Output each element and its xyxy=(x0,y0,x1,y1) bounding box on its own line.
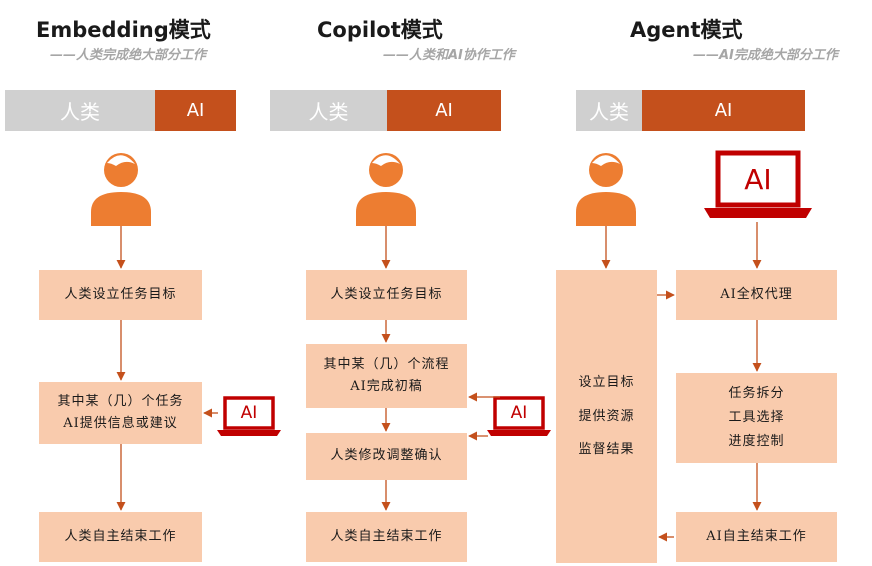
person-icon xyxy=(576,153,636,226)
copilot-step-1: 人类设立任务目标 xyxy=(306,270,467,320)
embedding-step-2: 其中某（几）个任务 AI提供信息或建议 xyxy=(39,382,202,444)
step-text: 人类自主结束工作 xyxy=(330,528,443,544)
step-text: 其中某（几）个任务 xyxy=(57,393,184,409)
laptop-label: AI xyxy=(744,162,772,196)
laptop-icon: AI xyxy=(703,150,813,220)
embedding-subtitle: ——人类完成绝大部分工作 xyxy=(50,48,207,63)
copilot-step-2: 其中某（几）个流程 AI完成初稿 xyxy=(306,344,467,408)
step-text: 其中某（几）个流程 xyxy=(323,356,450,372)
person-icon xyxy=(91,153,151,226)
laptop-label: AI xyxy=(510,403,528,423)
copilot-human-share-bar: 人类 xyxy=(270,90,387,131)
agent-subtitle: ——AI完成绝大部分工作 xyxy=(693,48,838,63)
copilot-step-3: 人类修改调整确认 xyxy=(306,433,467,480)
person-icon xyxy=(356,153,416,226)
agent-step-3: AI自主结束工作 xyxy=(676,512,837,562)
step-text: AI全权代理 xyxy=(720,286,793,302)
embedding-title: Embedding模式 xyxy=(36,18,211,42)
step-text: 人类自主结束工作 xyxy=(64,528,177,544)
embedding-ai-share-bar: AI xyxy=(155,90,236,131)
embedding-step-3: 人类自主结束工作 xyxy=(39,512,202,562)
agent-human-share-bar: 人类 xyxy=(576,90,642,131)
agent-step-2: 任务拆分 工具选择 进度控制 xyxy=(676,373,837,463)
agent-step-1: AI全权代理 xyxy=(676,270,837,320)
laptop-icon: AI xyxy=(216,396,282,438)
step-text: 人类设立任务目标 xyxy=(330,286,443,302)
agent-ai-share-bar: AI xyxy=(642,90,805,131)
step-text: AI提供信息或建议 xyxy=(63,416,178,431)
step-text: AI完成初稿 xyxy=(350,379,423,394)
copilot-title: Copilot模式 xyxy=(317,18,443,42)
laptop-label: AI xyxy=(240,403,258,423)
copilot-ai-share-bar: AI xyxy=(387,90,501,131)
copilot-subtitle: ——人类和AI协作工作 xyxy=(383,48,515,63)
step-text: AI自主结束工作 xyxy=(706,528,807,544)
agent-title: Agent模式 xyxy=(630,18,743,42)
copilot-step-4: 人类自主结束工作 xyxy=(306,512,467,562)
role-text: 提供资源 xyxy=(578,408,635,424)
step-text: 人类设立任务目标 xyxy=(64,286,177,302)
step-text: 任务拆分 xyxy=(728,385,785,401)
laptop-icon: AI xyxy=(486,396,552,438)
embedding-human-share-bar: 人类 xyxy=(5,90,155,131)
role-text: 监督结果 xyxy=(578,442,635,458)
step-text: 人类修改调整确认 xyxy=(330,448,443,464)
embedding-step-1: 人类设立任务目标 xyxy=(39,270,202,320)
role-text: 设立目标 xyxy=(578,374,635,390)
agent-human-role-box: 设立目标 提供资源 监督结果 xyxy=(556,270,657,563)
step-text: 工具选择 xyxy=(728,409,785,425)
step-text: 进度控制 xyxy=(728,434,785,450)
